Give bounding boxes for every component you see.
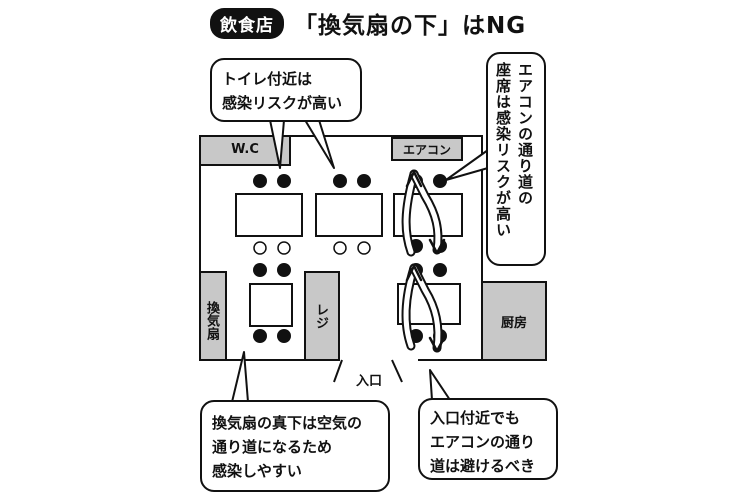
seat-occupied [277,174,291,188]
aircon-callout-text: エアコンの通り道の 座席は感染リスクが高い [492,62,536,258]
callout-line: 換気扇の真下は空気の [212,414,363,432]
seat-empty [333,241,347,255]
kitchen-label: 厨房 [500,316,527,331]
page-title: 「換気扇の下」はNG [294,13,527,39]
seat-occupied [253,329,267,343]
seat-empty [357,241,371,255]
entrance-mark-right [391,359,403,383]
table-1 [235,193,303,237]
exhaust-fan-block [199,271,227,361]
callout-line: 感染しやすい [212,462,302,480]
seat-occupied [433,263,447,277]
callout-line: 通り道になるため [212,438,333,456]
callout-line: 入口付近でも [430,409,521,427]
callout-line: 座席は感染リスクが高い [494,62,512,238]
register-block [304,271,340,361]
seat-occupied [357,174,371,188]
category-badge: 飲食店 [210,7,284,39]
seat-empty [253,241,267,255]
exhaust-callout: 換気扇の真下は空気の 通り道になるため 感染しやすい [200,400,390,492]
empty-seats [253,241,371,255]
airflow-arrow-upper [401,169,446,257]
seat-occupied [333,174,347,188]
airflow-arrows [401,169,446,353]
seat-empty [277,241,291,255]
airflow-arrow-lower [401,263,446,353]
pointer-entrance [429,369,451,401]
entrance-callout: 入口付近でも エアコンの通り 道は避けるべき [418,398,558,480]
aircon-label: エアコン [402,143,451,157]
toilet-callout: トイレ付近は 感染リスクが高い [210,58,362,122]
callout-line: 感染リスクが高い [222,94,343,112]
register-label: レジ [313,303,328,329]
callout-line: 道は避けるべき [430,457,536,475]
wc-label: W.C [231,142,259,157]
aircon-unit [391,137,463,161]
pointer-toilet-right [304,119,335,169]
entrance-mark-left [333,359,343,383]
callout-line: エアコンの通り道の [516,62,534,206]
table-4 [249,283,293,327]
aircon-seats-callout: エアコンの通り道の 座席は感染リスクが高い [486,52,546,266]
entrance-label: 入口 [355,374,382,389]
seat-occupied [253,263,267,277]
table-2 [315,193,383,237]
title-row: 飲食店 「換気扇の下」はNG [210,7,527,39]
callout-line: エアコンの通り [430,433,536,451]
callout-line: トイレ付近は [222,70,313,88]
exhaust-fan-label: 換気扇 [204,300,219,340]
seat-occupied [277,263,291,277]
seat-occupied [277,329,291,343]
seat-occupied [433,174,447,188]
seat-occupied [253,174,267,188]
kitchen-block [481,281,547,361]
